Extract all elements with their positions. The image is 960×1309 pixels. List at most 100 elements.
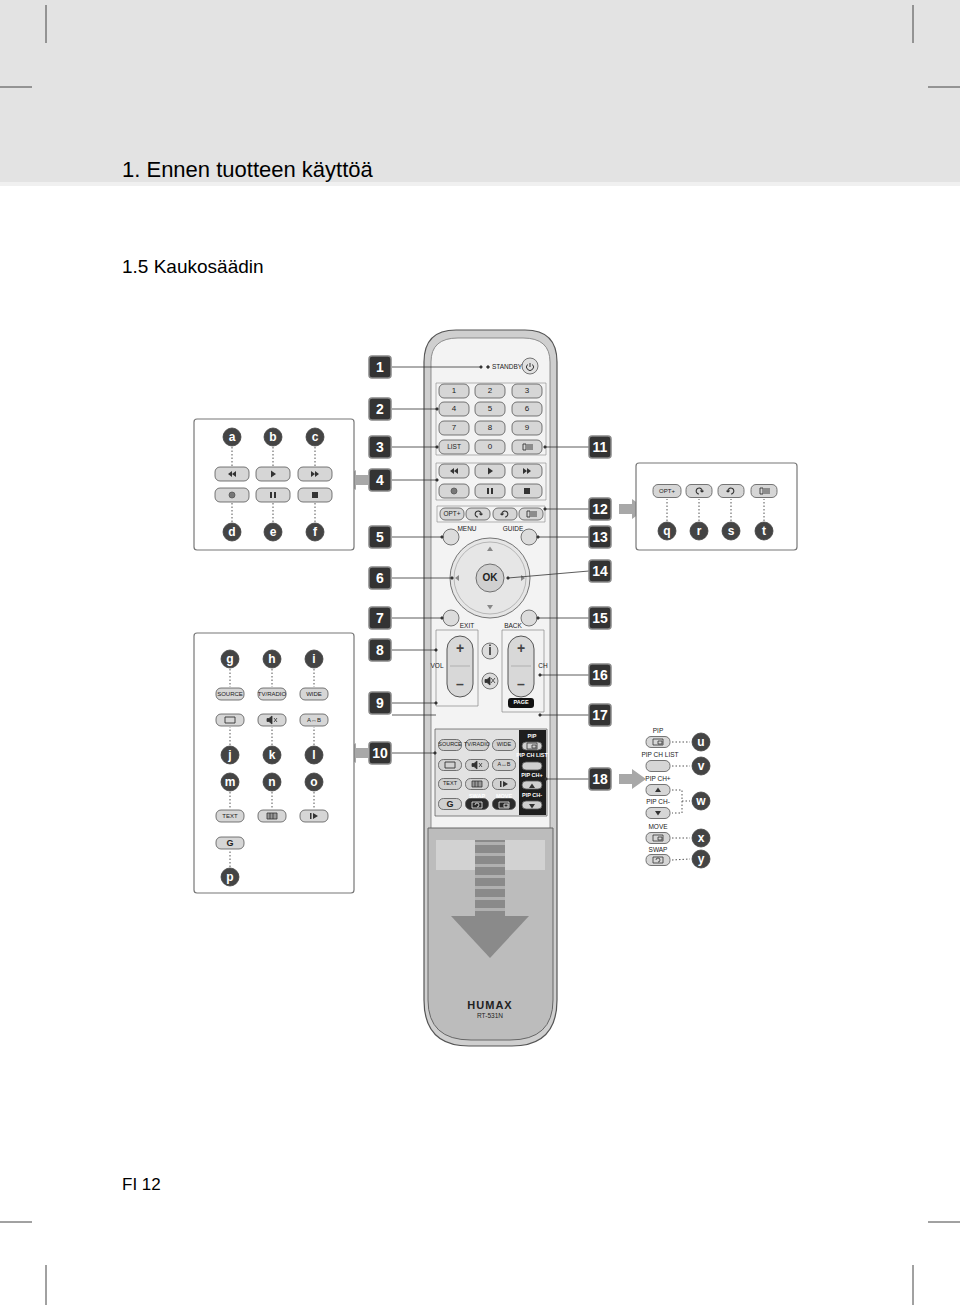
callout-letter: y (698, 853, 705, 865)
pip-key (522, 762, 542, 770)
button-label: PIP CH LIST (641, 752, 678, 759)
subtitle-icon (225, 717, 235, 723)
leader-dot (537, 617, 539, 619)
pip-key (646, 785, 670, 796)
callout-box (369, 692, 391, 714)
callout-letter: b (269, 431, 276, 443)
callout-number: 18 (592, 772, 608, 786)
callout-letter: n (268, 776, 275, 788)
callout-letter: d (228, 526, 235, 538)
button-label: PIP (528, 734, 537, 740)
arrow-stripe (475, 853, 505, 856)
button-label: OPT+ (443, 511, 460, 518)
page-heading: 1. Ennen tuotteen käyttöä (122, 159, 373, 181)
pause-icon (487, 488, 493, 494)
key (216, 688, 244, 700)
remote-shell (424, 330, 557, 1046)
leader-dot (539, 714, 541, 716)
letter-marker (658, 522, 676, 540)
key (493, 799, 516, 810)
button-label: RT-531N (477, 1013, 503, 1020)
callout-letter: s (728, 525, 735, 537)
channel-frame (502, 630, 544, 712)
leader-dot (435, 649, 437, 651)
button-label: PIP CH- (522, 793, 542, 799)
dotted-leader (232, 447, 233, 466)
dotted-leader (672, 742, 690, 743)
leader-line (538, 537, 589, 538)
leader-line (392, 409, 437, 410)
arrow-stripe (475, 897, 505, 900)
crop-mark (46, 5, 47, 43)
key (256, 467, 290, 481)
leader-line (392, 715, 436, 716)
key-group-outline (436, 383, 546, 455)
callout-number: 15 (592, 611, 608, 625)
slide-cover (428, 828, 553, 1040)
up-icon (655, 788, 661, 793)
button-label: A↔B (307, 717, 321, 723)
key (300, 810, 328, 822)
key-label: 8 (488, 424, 492, 432)
key (215, 467, 249, 481)
down-icon (487, 605, 493, 610)
info-icon (489, 645, 491, 656)
pip-key (646, 808, 670, 819)
callout-letter: h (268, 653, 275, 665)
button-label: CH (538, 663, 547, 670)
key (718, 485, 744, 498)
callout-number: 17 (592, 708, 608, 722)
callout-number: 7 (376, 611, 384, 625)
button-label: TV/RADIO (464, 742, 490, 748)
guide-button (521, 529, 537, 545)
key (216, 810, 244, 822)
pause-icon (270, 492, 276, 498)
dotted-leader (667, 499, 668, 521)
key (439, 779, 462, 790)
callout-box (369, 639, 391, 661)
cover-highlight (436, 840, 545, 870)
dotted-leader (672, 838, 690, 839)
leader-line (540, 675, 589, 676)
callout-letter: c (312, 431, 319, 443)
letter-marker (263, 650, 281, 668)
key-group-outline (437, 506, 545, 522)
key (298, 488, 332, 502)
key-label: 7 (452, 424, 456, 432)
pip-column (519, 730, 546, 815)
callout-box (369, 742, 391, 764)
key (512, 484, 542, 498)
subtitle-icon (445, 762, 455, 768)
swap-icon (653, 857, 663, 863)
button-label: SWAP (469, 794, 485, 800)
navigation-ring-inner (454, 542, 526, 614)
button-label: PAGE (513, 700, 528, 706)
rewind-icon (228, 471, 236, 477)
exit-button (443, 610, 459, 626)
button-label: PIP CH LIST (516, 753, 548, 759)
callout-number: 9 (376, 696, 384, 710)
arrow-stripe (475, 908, 505, 911)
page-number: FI 12 (122, 1176, 161, 1193)
letter-marker (263, 746, 281, 764)
pip-key (522, 801, 542, 809)
leader-line (392, 703, 436, 704)
button-label: SOURCE (438, 742, 462, 748)
callout-number: 11 (593, 440, 608, 454)
leader-dot (434, 752, 436, 754)
letter-marker (221, 746, 239, 764)
crop-mark (0, 87, 32, 88)
key-label: 0 (488, 443, 492, 451)
letter-marker (690, 522, 708, 540)
list-icon (523, 444, 533, 450)
key-label: 6 (525, 405, 529, 413)
key (298, 467, 332, 481)
leader-dot (441, 536, 443, 538)
header-band (0, 0, 960, 186)
slide-arrow-head (451, 916, 529, 958)
info-button (482, 643, 498, 659)
key-label: G (446, 800, 453, 809)
power-icon (527, 363, 534, 370)
key-group-outline (436, 463, 546, 500)
callout-box (369, 567, 391, 589)
